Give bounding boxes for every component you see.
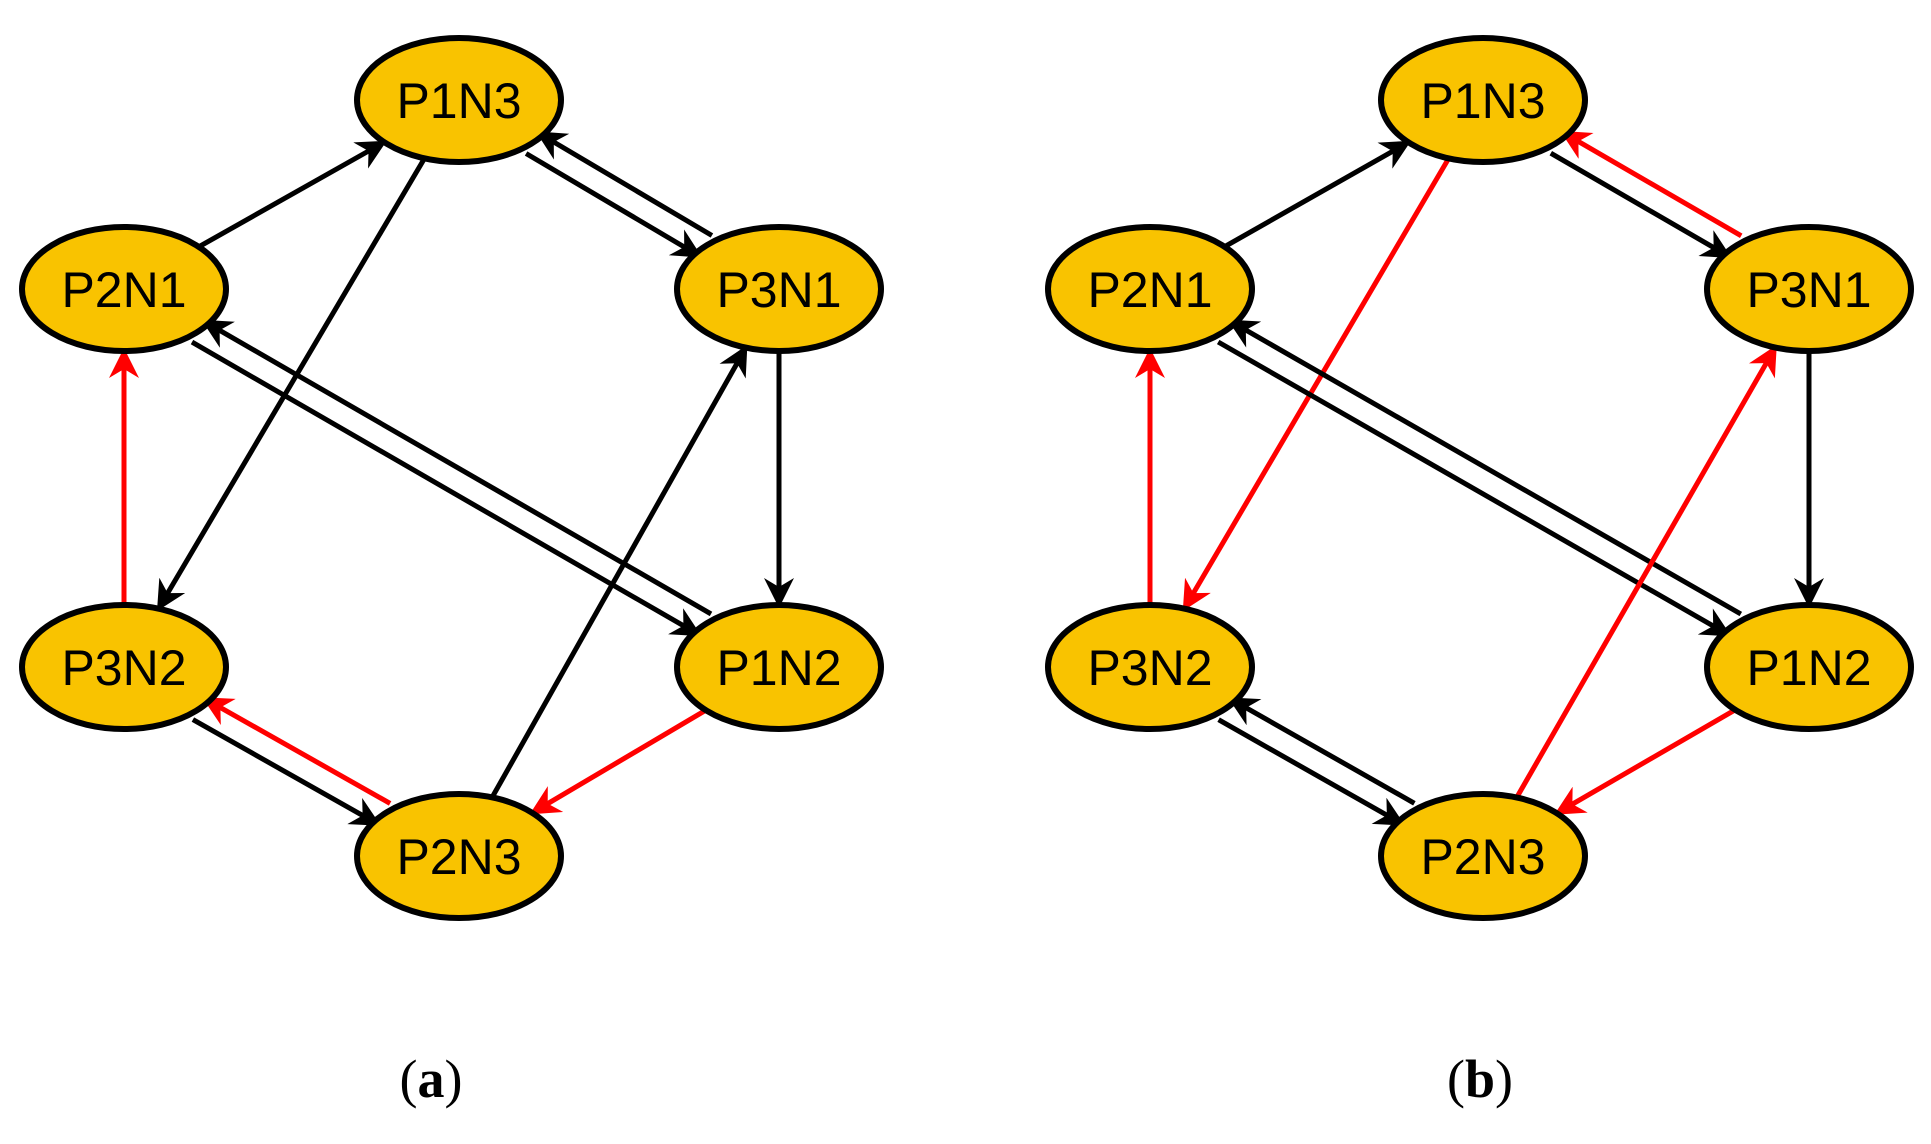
edge-p1n2-to-p2n3 xyxy=(1554,707,1737,816)
edge-p2n3-to-p3n1 xyxy=(1514,344,1778,799)
node-shape xyxy=(354,35,564,165)
node-label: P1N3 xyxy=(1420,73,1545,129)
edge-p1n2-to-p2n1 xyxy=(201,319,713,617)
node-p1n3: P1N3 xyxy=(354,35,564,165)
edge-p2n3-to-p3n2 xyxy=(1227,696,1416,806)
node-label: P3N1 xyxy=(1746,262,1871,318)
node-p3n1: P3N1 xyxy=(1704,224,1914,354)
edge-p2n1-to-p1n2 xyxy=(190,339,702,637)
node-p2n1: P2N1 xyxy=(1045,224,1255,354)
edge-p2n1-to-p1n3 xyxy=(197,140,387,249)
edge-p1n3-to-p3n2 xyxy=(1182,157,1451,612)
edge-p1n2-to-p2n3 xyxy=(529,708,708,815)
edge-p1n3-to-p3n1 xyxy=(524,151,703,259)
node-p1n3: P1N3 xyxy=(1378,35,1588,165)
node-label: P2N3 xyxy=(1420,829,1545,885)
node-p1n2: P1N2 xyxy=(674,602,884,732)
node-p1n2: P1N2 xyxy=(1704,602,1914,732)
node-shape xyxy=(1045,224,1255,354)
node-shape xyxy=(1378,35,1588,165)
node-p2n1: P2N1 xyxy=(19,224,229,354)
node-p3n2: P3N2 xyxy=(19,602,229,732)
node-p2n3: P2N3 xyxy=(354,791,564,921)
edge-p3n1-to-p1n3 xyxy=(535,130,714,238)
node-shape xyxy=(1704,224,1914,354)
edge-p1n2-to-p2n1 xyxy=(1227,318,1743,617)
node-shape xyxy=(674,602,884,732)
edge-p2n3-to-p3n2 xyxy=(202,696,392,806)
edge-p2n1-to-p1n3 xyxy=(1223,140,1412,249)
edge-p2n1-to-p1n2 xyxy=(1216,339,1732,638)
node-shape xyxy=(19,224,229,354)
node-label: P2N3 xyxy=(396,829,521,885)
edge-p3n1-to-p1n3 xyxy=(1560,130,1743,238)
edge-p2n3-to-p3n1 xyxy=(489,344,749,799)
node-shape xyxy=(1704,602,1914,732)
node-shape xyxy=(1045,602,1255,732)
edge-p1n3-to-p3n2 xyxy=(156,157,427,612)
node-p3n1: P3N1 xyxy=(674,224,884,354)
node-shape xyxy=(1378,791,1588,921)
node-label: P2N1 xyxy=(61,262,186,318)
node-label: P1N2 xyxy=(716,640,841,696)
node-label: P3N2 xyxy=(61,640,186,696)
panel-b-edges xyxy=(1135,130,1824,827)
node-shape xyxy=(19,602,229,732)
node-shape xyxy=(674,224,884,354)
edge-p3n2-to-p2n3 xyxy=(1217,717,1406,827)
node-label: P1N3 xyxy=(396,73,521,129)
edge-p3n2-to-p2n3 xyxy=(191,717,381,827)
node-label: P1N2 xyxy=(1746,640,1871,696)
node-label: P2N1 xyxy=(1087,262,1212,318)
panel-a-edges xyxy=(109,130,794,827)
node-p2n3: P2N3 xyxy=(1378,791,1588,921)
node-p3n2: P3N2 xyxy=(1045,602,1255,732)
node-shape xyxy=(354,791,564,921)
panel-b-caption: (b) xyxy=(1447,1049,1513,1109)
panel-a-caption: (a) xyxy=(400,1049,463,1109)
node-label: P3N1 xyxy=(716,262,841,318)
edge-p1n3-to-p3n1 xyxy=(1549,151,1732,259)
node-label: P3N2 xyxy=(1087,640,1212,696)
